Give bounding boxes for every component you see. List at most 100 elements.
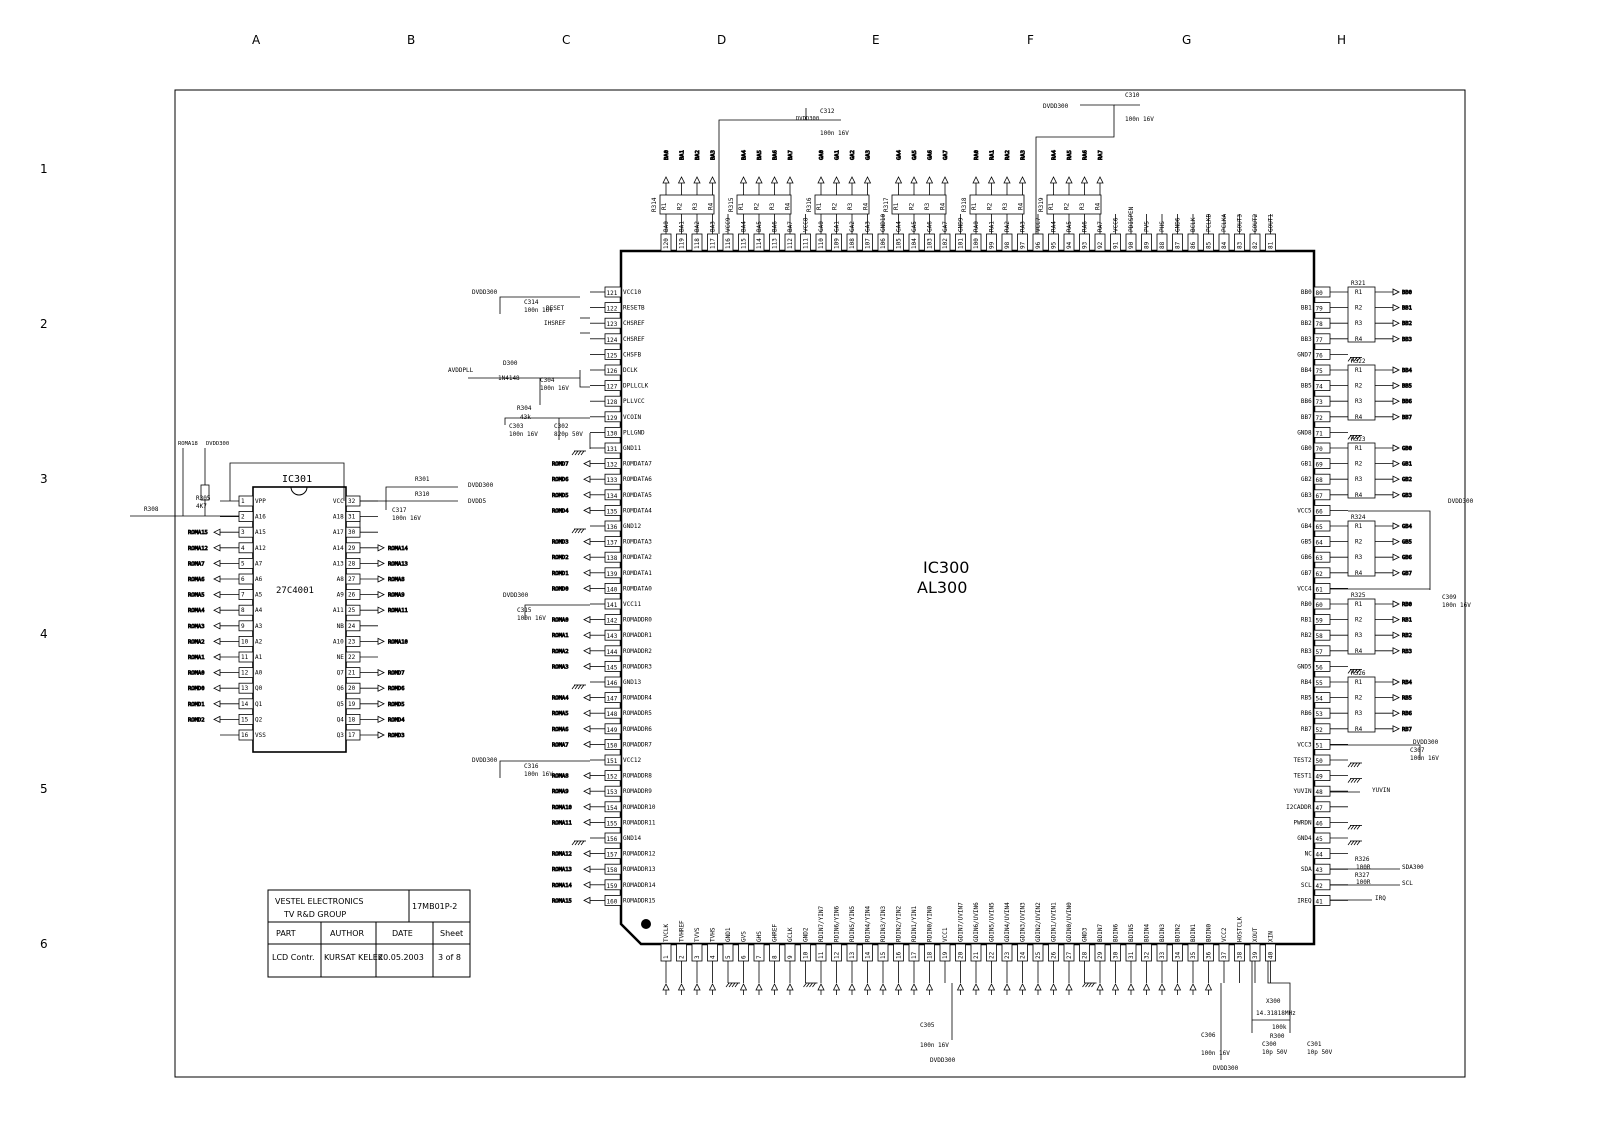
ic300-pin-150: 150 xyxy=(604,739,622,750)
svg-text:A10: A10 xyxy=(333,638,344,645)
net-ROMD2: ROMD2 xyxy=(188,717,205,723)
dvdd-top-label: DVDD300 xyxy=(1043,103,1069,110)
svg-text:26: 26 xyxy=(1051,951,1058,959)
net-BA5: BA5 xyxy=(757,150,763,160)
svg-text:R1: R1 xyxy=(971,202,978,210)
ic300-pin-label-145: ROMADDR3 xyxy=(623,663,652,670)
ic300-pin-24: 24 xyxy=(1017,943,1028,962)
ic300-pin-135: 135 xyxy=(604,504,622,516)
title-sheet: 3 of 8 xyxy=(438,953,461,962)
svg-text:R4: R4 xyxy=(1355,726,1363,733)
r304-value: 43k xyxy=(520,414,531,421)
ic301: IC301 27C4001 xyxy=(252,474,347,753)
svg-text:151: 151 xyxy=(607,758,618,765)
arrow-in-8 xyxy=(770,983,779,991)
c312-value: 100n 16V xyxy=(820,130,849,137)
ic300-pin-144: 144 xyxy=(604,645,622,657)
svg-text:R2: R2 xyxy=(987,202,994,210)
net-ROMA11: ROMA11 xyxy=(552,820,572,826)
svg-text:NE: NE xyxy=(337,654,345,661)
zone-col-G: G xyxy=(1182,33,1191,47)
ic300-pin-label-19: VCC1 xyxy=(942,927,949,942)
svg-text:160: 160 xyxy=(607,898,618,905)
net-BA1: BA1 xyxy=(680,150,686,160)
ic300-pin-44: 44 xyxy=(1313,848,1331,859)
dvdd300-bottom2: DVDD300 xyxy=(1213,1065,1239,1072)
svg-text:132: 132 xyxy=(607,462,618,469)
ic300-pin-118: 118 xyxy=(691,233,703,252)
svg-text:35: 35 xyxy=(1190,951,1197,959)
r300-label: R300 xyxy=(1270,1033,1285,1040)
svg-text:55: 55 xyxy=(1316,680,1324,687)
ic300-pin-label-16: RDIN2/YIN2 xyxy=(896,905,903,942)
ic300-pin-83: 83 xyxy=(1234,233,1245,252)
ic300-pin-102: 102 xyxy=(939,233,951,252)
svg-text:60: 60 xyxy=(1316,602,1324,609)
svg-text:28: 28 xyxy=(348,560,356,567)
svg-text:39: 39 xyxy=(1252,951,1259,959)
svg-text:97: 97 xyxy=(1020,241,1027,249)
svg-text:156: 156 xyxy=(607,836,618,843)
ic300-pin-57: 57 xyxy=(1313,645,1331,657)
arrow-BA6 xyxy=(770,176,779,184)
svg-text:R4: R4 xyxy=(785,202,792,210)
svg-text:41: 41 xyxy=(1316,898,1324,905)
svg-text:A18: A18 xyxy=(333,514,344,521)
ic300-pin-16: 16 xyxy=(893,943,904,962)
svg-text:R3: R3 xyxy=(1002,202,1009,210)
ic300-pin-label-15: RDIN3/YIN3 xyxy=(880,905,887,942)
net-RA0: RA0 xyxy=(974,150,980,160)
svg-text:72: 72 xyxy=(1316,415,1324,422)
r301-label: R301 xyxy=(415,476,430,483)
ic300-pin-label-2: TVHREF xyxy=(679,920,686,942)
svg-text:52: 52 xyxy=(1316,727,1324,734)
ic300-pin-52: 52 xyxy=(1313,723,1331,735)
wire xyxy=(524,604,590,620)
net-ROMA10: ROMA10 xyxy=(552,805,572,811)
ic300-pin-label-57: RB3 xyxy=(1301,648,1312,655)
arrow-ROMA13 xyxy=(377,559,385,568)
ic300-pin-40: 40 xyxy=(1265,943,1276,962)
svg-text:51: 51 xyxy=(1316,742,1324,749)
arrow-in-1 xyxy=(662,983,670,991)
ic300-pin-label-18: RDIN0/YIN0 xyxy=(927,905,934,942)
sda300-label: SDA300 xyxy=(1402,864,1424,871)
ic300-pin-46: 46 xyxy=(1313,817,1331,828)
svg-text:118: 118 xyxy=(694,238,701,249)
svg-text:144: 144 xyxy=(607,649,618,656)
arrow-in-25 xyxy=(1034,983,1042,991)
svg-text:130: 130 xyxy=(607,430,618,437)
arrow-ROMD4 xyxy=(377,715,385,724)
svg-text:46: 46 xyxy=(1316,820,1324,827)
svg-text:105: 105 xyxy=(896,238,903,249)
net-ROMA1: ROMA1 xyxy=(188,655,205,661)
ic300-pin-label-151: VCC12 xyxy=(623,757,641,764)
ground-TEST2 xyxy=(1347,762,1362,768)
ic300-pin-90: 90 xyxy=(1125,233,1137,252)
ic300-pin-75: 75 xyxy=(1313,364,1331,376)
ic300-pin-122: 122 xyxy=(604,302,622,314)
dvdd300-c314-label: DVDD300 xyxy=(472,289,498,296)
arrow-ROMD7 xyxy=(377,668,385,677)
arrow-RA7 xyxy=(1096,176,1104,184)
ic300-pin-label-62: GB7 xyxy=(1301,570,1312,577)
ic300-pin-label-20: GDIN7/UVIN7 xyxy=(958,902,965,942)
c314-label: C314 xyxy=(524,299,539,306)
ic300-pin-label-80: BB0 xyxy=(1301,289,1312,296)
svg-text:R3: R3 xyxy=(1355,320,1363,327)
ic300-pin-label-42: SCL xyxy=(1301,882,1312,889)
svg-text:3: 3 xyxy=(241,529,245,536)
svg-text:157: 157 xyxy=(607,852,618,859)
net-GA7: GA7 xyxy=(943,150,949,160)
svg-text:R318: R318 xyxy=(961,197,968,212)
arrow-in-3 xyxy=(693,983,701,991)
svg-text:R1: R1 xyxy=(1355,445,1363,452)
svg-text:49: 49 xyxy=(1316,774,1324,781)
ic300-pin-38: 38 xyxy=(1234,943,1245,962)
arrow-in-33 xyxy=(1158,983,1166,991)
